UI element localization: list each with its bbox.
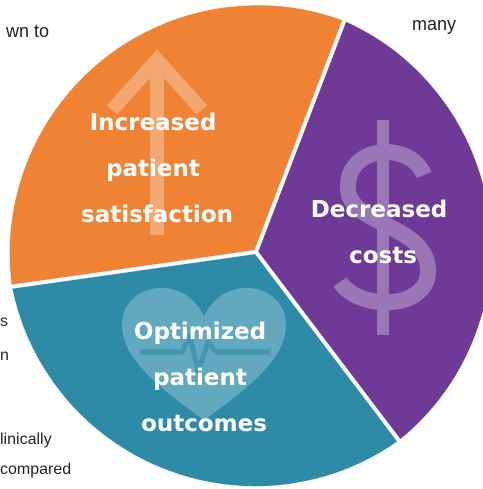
label-line: patient (106, 156, 200, 182)
text-fragment-left-2: n (0, 347, 9, 364)
label-line: Increased (90, 110, 217, 136)
label-line: Optimized (134, 319, 266, 345)
text-fragment-bottom-1: linically (0, 431, 52, 448)
heartbeat-line (140, 333, 270, 375)
label-increased-satisfaction: Increased patient satisfaction (81, 110, 233, 228)
label-line: Decreased (311, 197, 448, 223)
text-fragment-left-1: s (0, 313, 8, 330)
label-line: satisfaction (81, 202, 233, 228)
label-decreased-costs: Decreased costs (311, 197, 456, 269)
segment-increased-satisfaction (5, 1, 347, 289)
dollar-icon (333, 120, 436, 335)
label-line: costs (349, 243, 417, 269)
text-fragment-top-left: wn to (6, 21, 50, 41)
text-fragment-top-right: many (412, 14, 457, 34)
text-fragment-bottom-2: compared (0, 461, 72, 478)
label-optimized-outcomes: Optimized patient outcomes (134, 319, 274, 437)
arrow-up-icon (106, 49, 208, 235)
segment-optimized-outcomes (8, 250, 402, 489)
segment-decreased-costs (254, 17, 483, 444)
label-line: outcomes (141, 411, 267, 437)
label-line: patient (153, 365, 247, 391)
